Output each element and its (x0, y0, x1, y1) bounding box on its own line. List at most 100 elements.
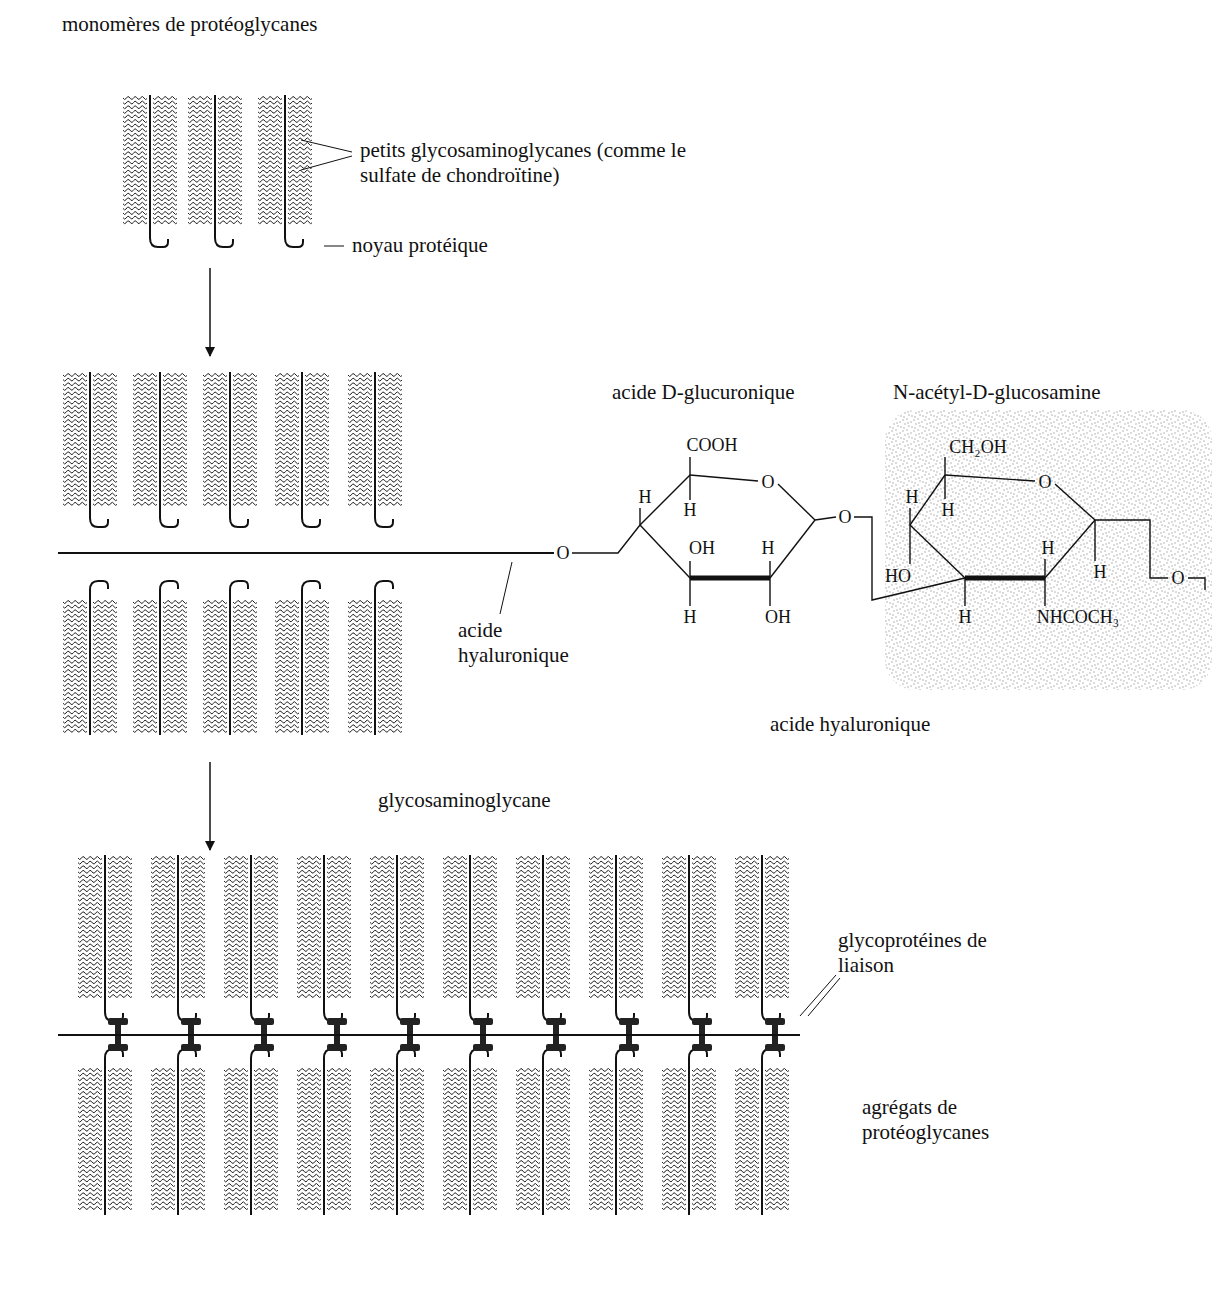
atom-label: HO (885, 567, 911, 585)
hyaluronic-strand (58, 552, 554, 554)
link-glycoprotein (692, 1018, 712, 1051)
atom-label: H (1094, 563, 1107, 581)
chemical-bond (689, 457, 690, 475)
atom-label: CH₂OH (949, 438, 1006, 456)
atom-label: O (839, 508, 852, 526)
link-glycoprotein (546, 1018, 566, 1051)
atom-label: H (762, 539, 775, 557)
hyaluronic-strand (58, 1034, 800, 1036)
protein-core (397, 1049, 415, 1215)
chemical-bond (572, 525, 640, 553)
link-glycoprotein (619, 1018, 639, 1051)
chemical-bond (815, 517, 836, 520)
chemical-bond (1044, 559, 1045, 578)
link-glycoprotein (473, 1018, 493, 1051)
protein-core (230, 372, 248, 527)
chemical-bond (945, 475, 1035, 481)
chemical-bond (909, 508, 910, 525)
chemical-bond (769, 578, 770, 606)
atom-label: COOH (686, 436, 737, 454)
chemical-bond (770, 520, 815, 578)
protein-core (543, 1049, 561, 1215)
protein-core (397, 855, 415, 1021)
protein-core (105, 855, 123, 1021)
link-glycoprotein (181, 1018, 201, 1051)
protein-core (285, 95, 303, 247)
chemical-bond (690, 475, 758, 481)
atom-label: O (1039, 473, 1052, 491)
atom-label: O (557, 544, 570, 562)
chemical-bond (639, 508, 640, 525)
protein-core (251, 855, 269, 1021)
chemical-bond (1188, 578, 1205, 590)
protein-core (324, 855, 342, 1021)
structure-caption: acide hyaluronique (770, 712, 930, 737)
sugar-name: N-acétyl-D-glucosamine (893, 380, 1101, 405)
ring-front-edge (690, 576, 770, 581)
leader-line (500, 562, 512, 614)
protein-core (178, 1049, 196, 1215)
protein-core (150, 95, 168, 247)
atom-label: NHCOCH₃ (1037, 608, 1119, 626)
protein-core (90, 372, 108, 527)
atom-label: H (684, 608, 697, 626)
protein-core (543, 855, 561, 1021)
proteoglycan-drawing (58, 95, 800, 1215)
protein-core (375, 581, 393, 735)
chemical-bond (944, 457, 945, 475)
ring-front-edge (965, 576, 1045, 581)
chemical-bond (854, 517, 965, 600)
sugar-name: acide D-glucuronique (612, 380, 795, 405)
protein-core (616, 1049, 634, 1215)
chemical-bond (640, 525, 690, 578)
leader-line (301, 156, 352, 170)
stipple-ground (885, 410, 1212, 690)
protein-core (105, 1049, 123, 1215)
stage-arrow (209, 762, 211, 850)
stage-heading: monomères de protéoglycanes (62, 12, 317, 37)
protein-core (616, 855, 634, 1021)
callout-label: noyau protéique (352, 233, 488, 258)
protein-core (470, 1049, 488, 1215)
chemical-bond (909, 525, 910, 564)
atom-label: H (639, 488, 652, 506)
chemical-bond (944, 475, 945, 499)
protein-core (689, 855, 707, 1021)
protein-core (230, 581, 248, 735)
stage-arrow (209, 268, 211, 356)
link-glycoprotein (400, 1018, 420, 1051)
protein-core (178, 855, 196, 1021)
leader-line (800, 975, 836, 1016)
link-glycoprotein (327, 1018, 347, 1051)
protein-core (251, 1049, 269, 1215)
leader-line (301, 140, 352, 152)
atom-label: H (906, 488, 919, 506)
link-glycoprotein (254, 1018, 274, 1051)
protein-core (302, 372, 320, 527)
chemical-bond (964, 578, 965, 606)
protein-core (160, 581, 178, 735)
callout-label: agrégats de protéoglycanes (862, 1095, 1032, 1145)
chemical-bond (1094, 520, 1095, 561)
protein-core (324, 1049, 342, 1215)
callout-label: glycosaminoglycane (378, 788, 551, 813)
protein-core (90, 581, 108, 735)
protein-core (160, 372, 178, 527)
link-glycoprotein (765, 1018, 785, 1051)
chemical-bond (689, 561, 690, 578)
chemical-bond (689, 475, 690, 500)
leader-line (808, 978, 840, 1016)
chemical-bond (910, 525, 965, 578)
protein-core (762, 1049, 780, 1215)
chemical-bond (769, 561, 770, 578)
atom-label: OH (689, 539, 715, 557)
leader-line (324, 246, 344, 247)
chemical-bond (689, 578, 690, 606)
protein-core (302, 581, 320, 735)
chemical-bond (778, 484, 815, 520)
chemical-bond (1044, 578, 1045, 606)
protein-core (689, 1049, 707, 1215)
protein-core (215, 95, 233, 247)
